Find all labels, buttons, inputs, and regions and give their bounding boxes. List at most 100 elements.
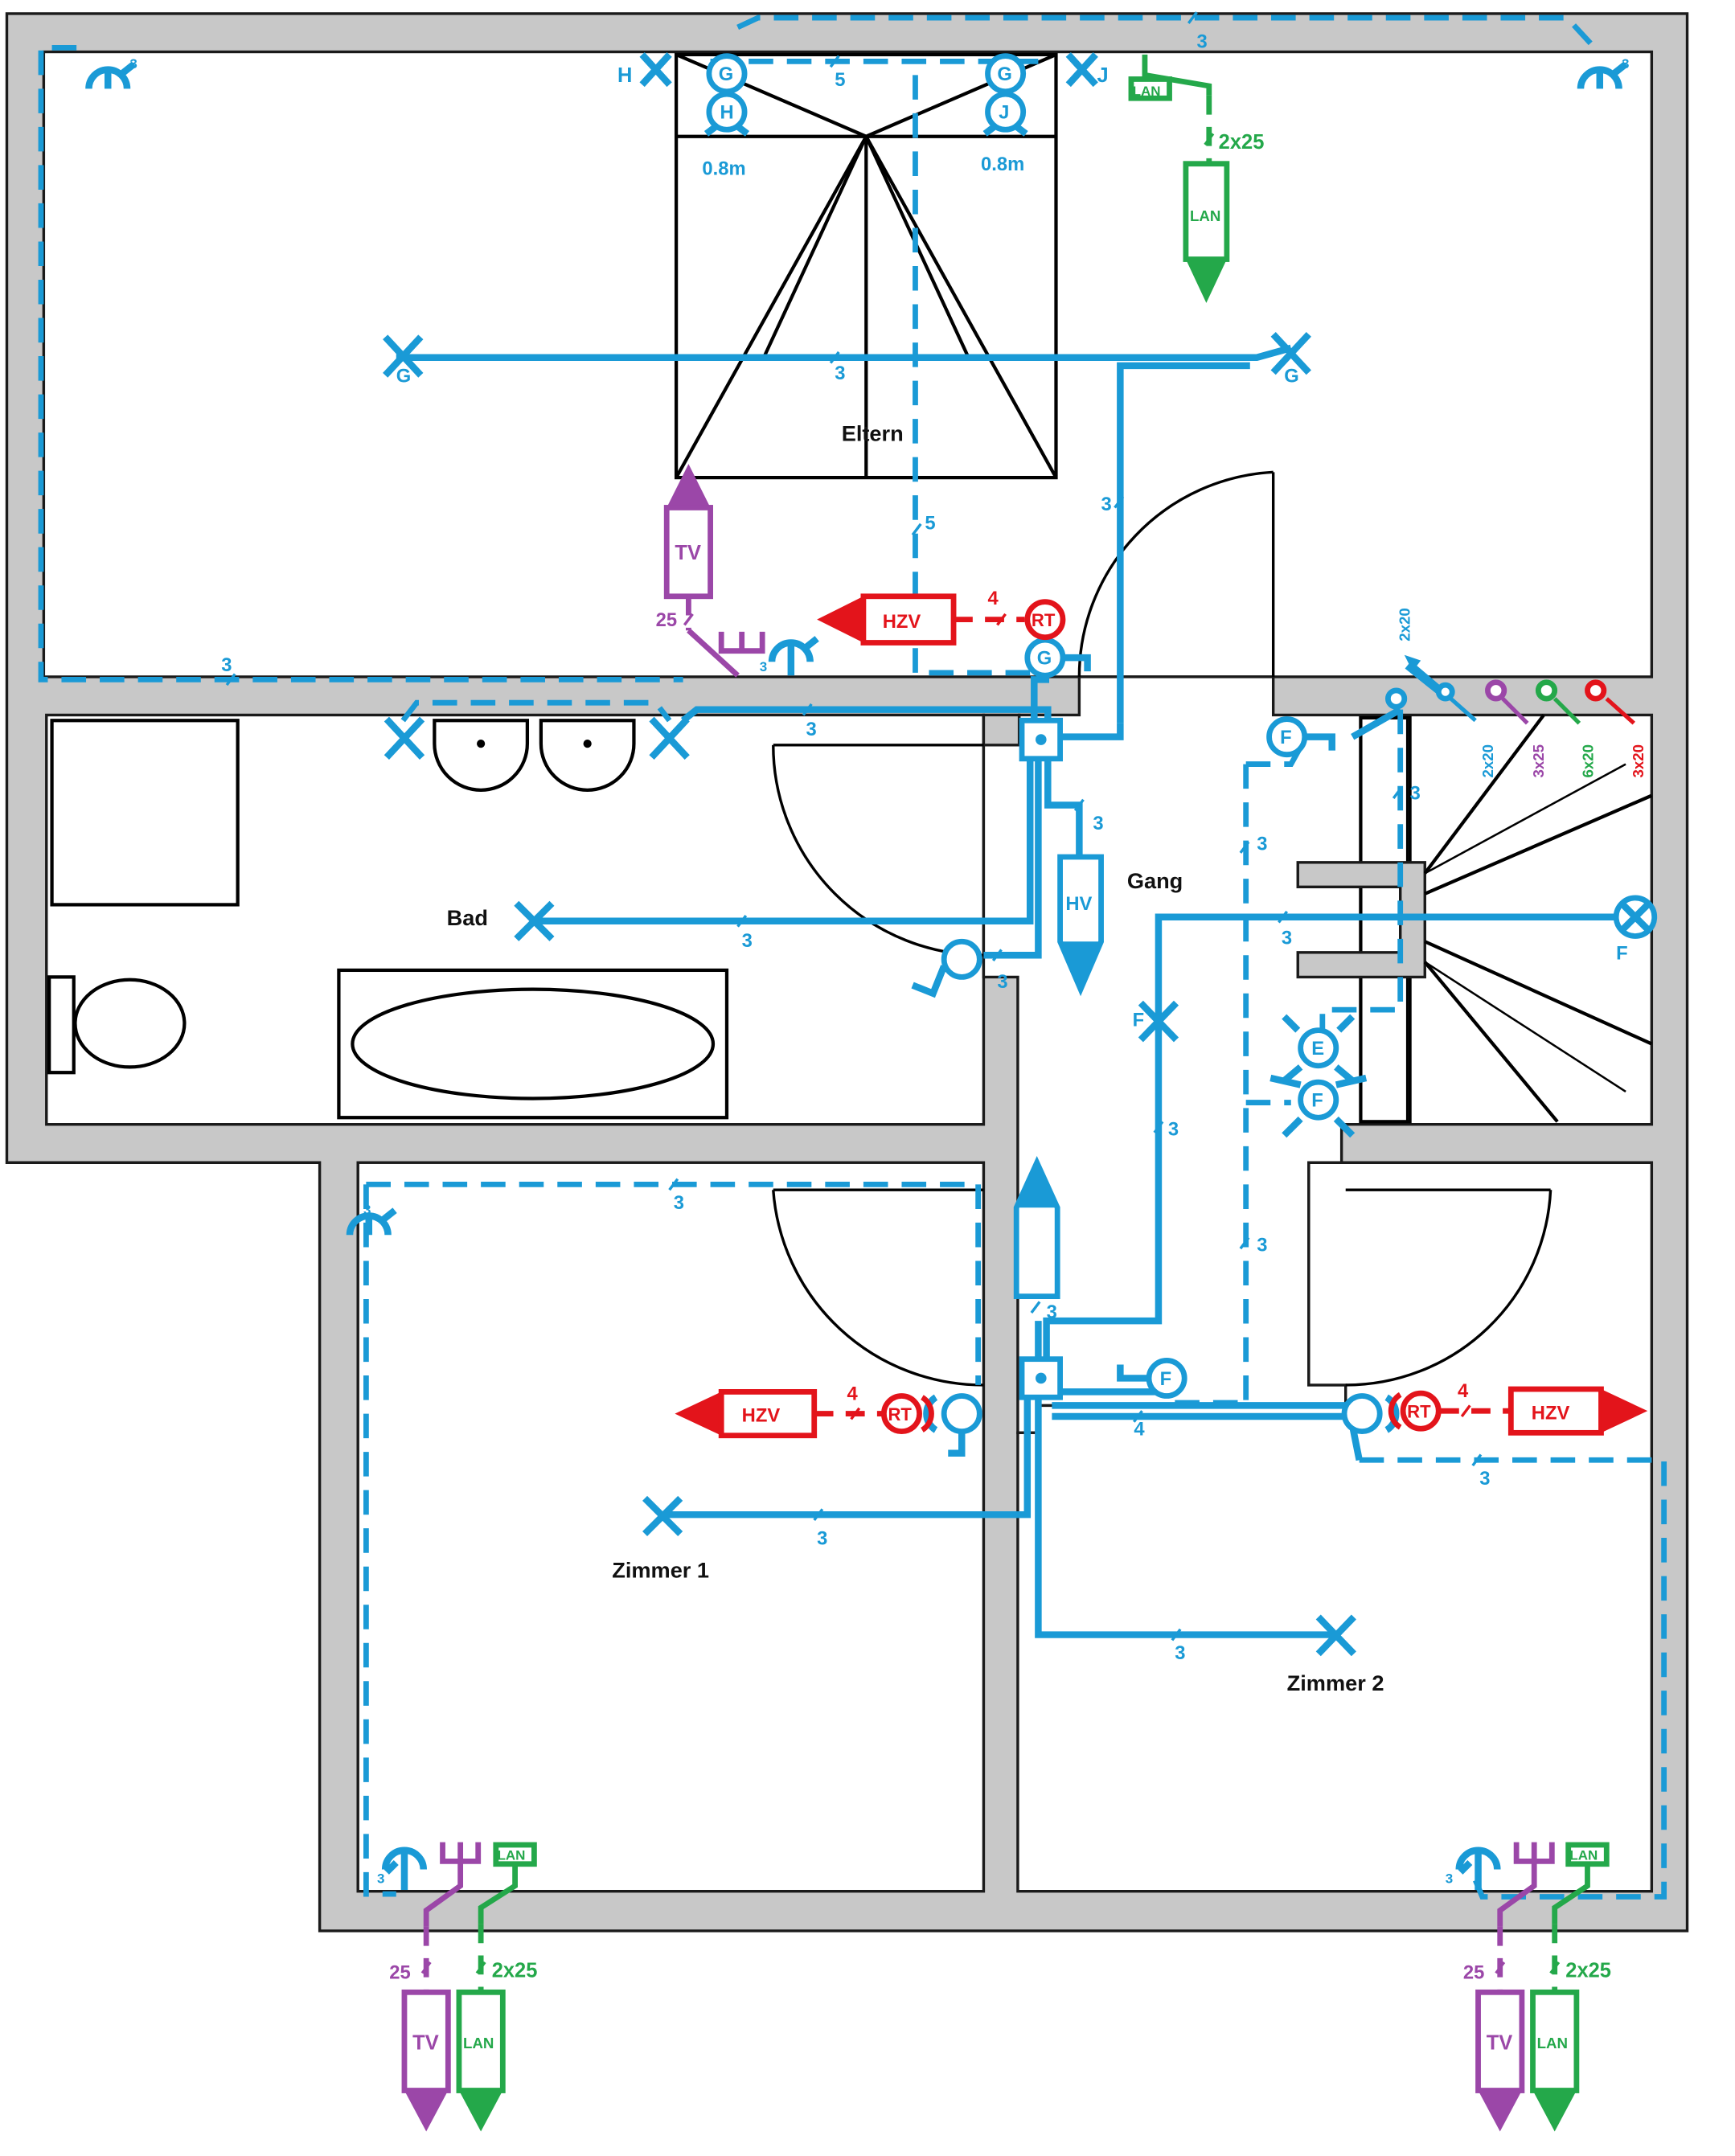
wall-stub-gang [982, 713, 1021, 747]
rooms [42, 50, 1654, 1893]
room-label-bad: Bad [447, 905, 488, 930]
ceiling-light-zimmer1 [642, 1495, 683, 1536]
rt-label: RT [1032, 610, 1056, 630]
cable-count-label: 3 [835, 363, 845, 384]
cable-count-label: 3 [1282, 928, 1292, 949]
labels: Eltern Bad Gang Zimmer 1 Zimmer 2 3 5 3 … [129, 31, 1647, 2054]
hzv-label: HZV [883, 611, 921, 633]
cable-count-label: 4 [847, 1383, 859, 1405]
ceiling-light-eltern-left [383, 334, 424, 378]
stair-cable-label: 2x20 [1479, 744, 1496, 778]
toilet [47, 975, 187, 1075]
light-tag: J [1097, 64, 1108, 87]
room-label-zimmer1: Zimmer 1 [612, 1557, 709, 1582]
lan-socket-label: LAN [498, 1848, 526, 1863]
tv-eltern [663, 464, 765, 678]
light-tag: G [396, 365, 412, 387]
switch-tag: G [1037, 648, 1052, 670]
lan-socket-label: LAN [1569, 1848, 1598, 1863]
switch-tag: H [720, 102, 733, 124]
switch-tag: G [719, 64, 734, 85]
wall-light-bad-left [384, 716, 425, 760]
switch-zimmer2 [1341, 1393, 1400, 1435]
switch-tag: E [1311, 1038, 1324, 1060]
washbasin-right [539, 719, 636, 792]
cable-count-label: 3 [674, 1192, 684, 1214]
cable-count-label: 3 [1175, 1642, 1185, 1664]
cable-count-label: 5 [835, 69, 845, 91]
stair-heating-cable-icon [1585, 679, 1635, 725]
lan-eltern [1128, 54, 1230, 303]
ceiling-light-zimmer2 [1315, 1614, 1356, 1657]
wall-light-eltern-j [1065, 52, 1098, 88]
socket-eltern-topleft-icon [85, 61, 137, 89]
ceiling-light-gang [1138, 1000, 1179, 1043]
lan-socket-label: LAN [1133, 84, 1161, 99]
cable-count-label: 4 [1134, 1419, 1145, 1441]
door-eltern [1077, 470, 1275, 677]
tv-zimmer1 [401, 1842, 482, 2132]
hzv-label: HZV [1532, 1402, 1570, 1424]
power-wiring [38, 14, 1667, 1900]
switch-tag: F [1280, 727, 1292, 748]
stair-cable-label: 6x20 [1579, 744, 1596, 778]
tv-label: TV [412, 2032, 439, 2055]
doors [772, 470, 1552, 1387]
door-zimmer1 [772, 1188, 984, 1387]
socket-zimmer1-top-icon [346, 1207, 397, 1236]
socket-zimmer2-bottom-icon [1455, 1847, 1501, 1890]
cable-count-label: 3 [1101, 494, 1112, 515]
hv-label: HV [1022, 1241, 1048, 1263]
switch-g-door [1024, 637, 1091, 678]
heating [675, 593, 1648, 1439]
network [456, 54, 1610, 2132]
cable-type-label: 2x25 [1565, 1960, 1611, 1982]
hv-box-top [1057, 854, 1104, 997]
height-label: 0.8m [702, 158, 745, 179]
stair-light-icon [1613, 895, 1658, 939]
switch-tag: F [1311, 1090, 1323, 1112]
cable-count-label: 3 [1257, 834, 1267, 855]
cable-count-label: 3 [1093, 813, 1103, 834]
socket-zimmer1-bottom-icon [381, 1847, 428, 1890]
stair-network-cable-icon [1535, 679, 1581, 725]
door-zimmer2 [1345, 1188, 1552, 1387]
cable-count-label: 25 [1463, 1961, 1484, 1983]
cable-count-label: 3 [1197, 31, 1208, 52]
room-label-zimmer2: Zimmer 2 [1287, 1670, 1384, 1695]
cable-type-label: 2x25 [492, 1960, 538, 1982]
switch-tag: J [999, 102, 1009, 124]
tv-label: TV [1487, 2032, 1513, 2055]
cable-count-label: 4 [988, 588, 999, 609]
hzv-zimmer1 [675, 1389, 934, 1439]
lan-outlet-label: LAN [1190, 207, 1220, 224]
lan-zimmer2 [1530, 1842, 1610, 2132]
cable-count-label: 4 [1458, 1380, 1469, 1402]
cable-count-label: 3 [377, 1871, 384, 1887]
switch-j-eltern [982, 91, 1028, 137]
bathtub [337, 968, 729, 1120]
tv-zimmer2 [1475, 1842, 1555, 2132]
cable-count-label: 3 [760, 659, 767, 674]
rt-label: RT [1407, 1402, 1431, 1422]
lan-zimmer1 [456, 1842, 537, 2132]
light-tag: F [1616, 942, 1628, 964]
light-tag: F [1133, 1010, 1145, 1031]
wall-light-bad-right [649, 716, 690, 760]
lan-outlet-label: LAN [1537, 2035, 1568, 2051]
stair-cable-label: 3x20 [1630, 744, 1647, 778]
cable-count-label: 3 [221, 654, 232, 676]
cable-count-label: 3 [1257, 1235, 1267, 1256]
hv-box-bottom [1013, 1156, 1060, 1299]
stair-cable-label: 2x20 [1397, 608, 1413, 641]
washbasin-left [433, 719, 530, 792]
socket-eltern-topright-icon [1577, 61, 1628, 89]
switch-f-stair [1269, 1074, 1368, 1138]
room-label-gang: Gang [1127, 868, 1183, 893]
stair-cable-arrows [1385, 654, 1477, 723]
stair-cable-label: 3x25 [1530, 744, 1547, 778]
cable-count-label: 3 [1047, 1301, 1057, 1323]
cable-count-label: 3 [817, 1528, 827, 1550]
switch-e-stair [1282, 1014, 1356, 1084]
